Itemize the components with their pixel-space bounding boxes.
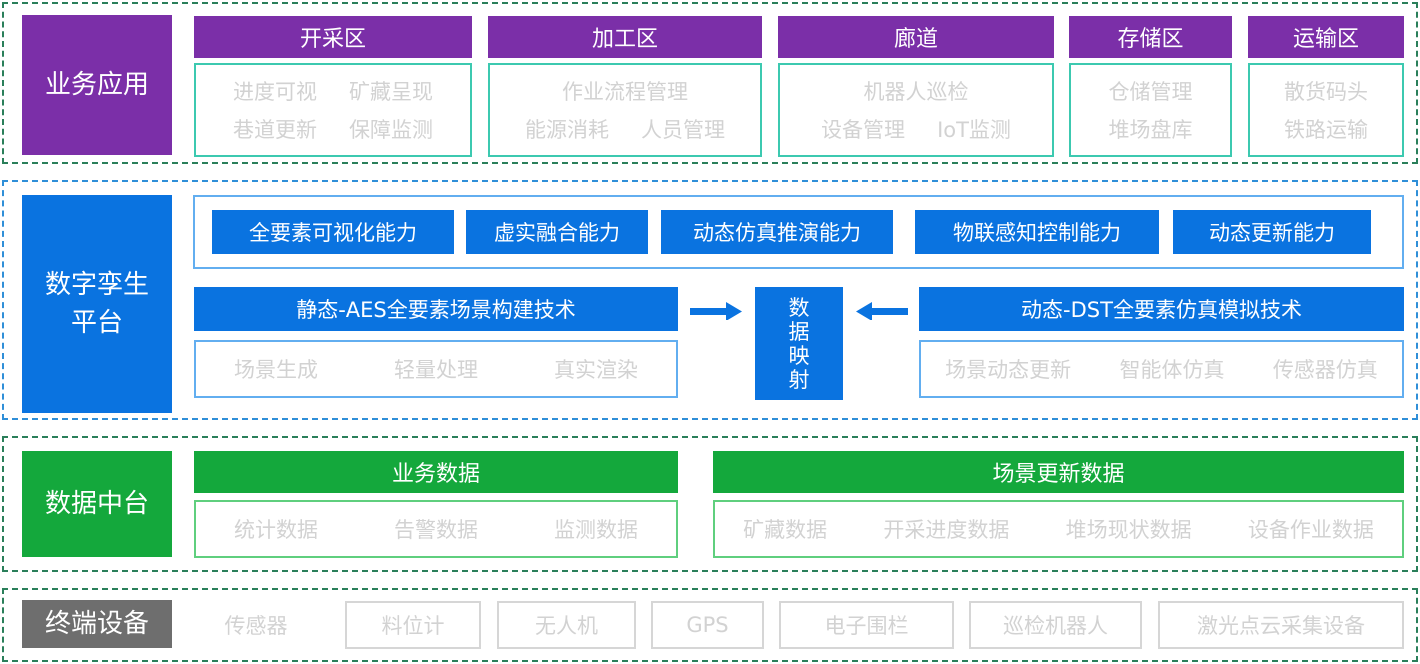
static-aes-tech: 静态-AES全要素场景构建技术 [194,287,678,331]
zone-item: 矿藏呈现 [349,80,433,104]
twin-label-line2: 平台 [70,308,123,338]
scene-data-item: 设备作业数据 [1247,518,1374,542]
device-e-fence: 电子围栏 [779,601,954,649]
scene-data-header: 场景更新数据 [713,451,1404,493]
mapping-char: 射 [788,367,810,392]
zone-item: 仓储管理 [1108,80,1193,104]
capability-iot-control: 物联感知控制能力 [915,210,1159,254]
terminal-label: 终端设备 [22,600,172,648]
capability-dynamic-simulation: 动态仿真推演能力 [661,210,893,254]
zone-title-mining: 开采区 [194,16,472,58]
business-data-item: 告警数据 [394,518,478,542]
business-data-item: 监测数据 [554,518,638,542]
scene-data-item: 堆场现状数据 [1065,518,1192,542]
zone-item: 保障监测 [349,118,433,142]
dynamic-item: 智能体仿真 [1119,358,1225,382]
device-sensor: 传感器 [224,614,288,638]
device-lidar-collector: 激光点云采集设备 [1158,601,1404,649]
business-layer-label: 业务应用 [22,15,172,155]
zone-box-mining: 进度可视 矿藏呈现 巷道更新 保障监测 [194,63,472,157]
zone-box-corridor: 机器人巡检 设备管理 IoT监测 [778,63,1054,157]
twin-layer-label: 数字孪生 平台 [22,195,172,413]
zone-item: 作业流程管理 [562,80,688,104]
zone-item: 能源消耗 [525,118,609,142]
static-item: 场景生成 [234,358,318,382]
scene-data-box: 矿藏数据 开采进度数据 堆场现状数据 设备作业数据 [713,500,1404,558]
zone-title-processing: 加工区 [488,16,762,58]
capability-virtual-real-fusion: 虚实融合能力 [466,210,648,254]
terminal-layer [2,588,1418,662]
zone-item: 铁路运输 [1284,118,1368,142]
dynamic-items-box: 场景动态更新 智能体仿真 传感器仿真 [919,340,1404,398]
zone-item: 机器人巡检 [863,80,969,104]
zone-item: 散货码头 [1284,80,1368,104]
scene-data-item: 矿藏数据 [743,518,828,542]
business-data-header: 业务数据 [194,451,678,493]
zone-title-corridor: 廊道 [778,16,1054,58]
device-drone: 无人机 [497,601,636,649]
device-gps: GPS [651,601,764,649]
business-data-item: 统计数据 [234,518,318,542]
data-mapping: 数 据 映 射 [755,287,843,400]
device-level-meter: 料位计 [345,601,481,649]
zone-title-transport: 运输区 [1248,16,1404,58]
zone-box-transport: 散货码头 铁路运输 [1248,63,1404,157]
mapping-char: 数 [788,295,810,320]
dynamic-item: 场景动态更新 [945,358,1072,382]
zone-box-processing: 作业流程管理 能源消耗 人员管理 [488,63,762,157]
data-center-layer [2,436,1418,572]
mapping-char: 映 [788,343,810,368]
data-center-label: 数据中台 [22,451,172,557]
zone-item: 设备管理 [821,118,906,142]
arrow-left-icon [856,302,908,320]
static-item: 真实渲染 [554,358,638,382]
zone-item: 堆场盘库 [1108,118,1193,142]
scene-data-item: 开采进度数据 [883,518,1010,542]
zone-item: 进度可视 [233,80,317,104]
business-layer [2,2,1418,164]
static-item: 轻量处理 [394,358,478,382]
zone-title-storage: 存储区 [1069,16,1232,58]
static-items-box: 场景生成 轻量处理 真实渲染 [194,340,678,398]
dynamic-dst-tech: 动态-DST全要素仿真模拟技术 [919,287,1404,331]
capability-full-visualization: 全要素可视化能力 [212,210,454,254]
twin-label-line1: 数字孪生 [44,270,149,300]
arrow-right-icon [690,302,742,320]
zone-item: 巷道更新 [233,118,317,142]
zone-item: 人员管理 [641,118,725,142]
twin-layer [2,180,1418,420]
device-patrol-robot: 巡检机器人 [969,601,1142,649]
mapping-char: 据 [788,319,810,344]
capability-frame [193,195,1404,269]
zone-item: IoT监测 [937,118,1011,142]
dynamic-item: 传感器仿真 [1272,358,1378,382]
zone-box-storage: 仓储管理 堆场盘库 [1069,63,1232,157]
business-data-box: 统计数据 告警数据 监测数据 [194,500,678,558]
capability-dynamic-update: 动态更新能力 [1173,210,1371,254]
